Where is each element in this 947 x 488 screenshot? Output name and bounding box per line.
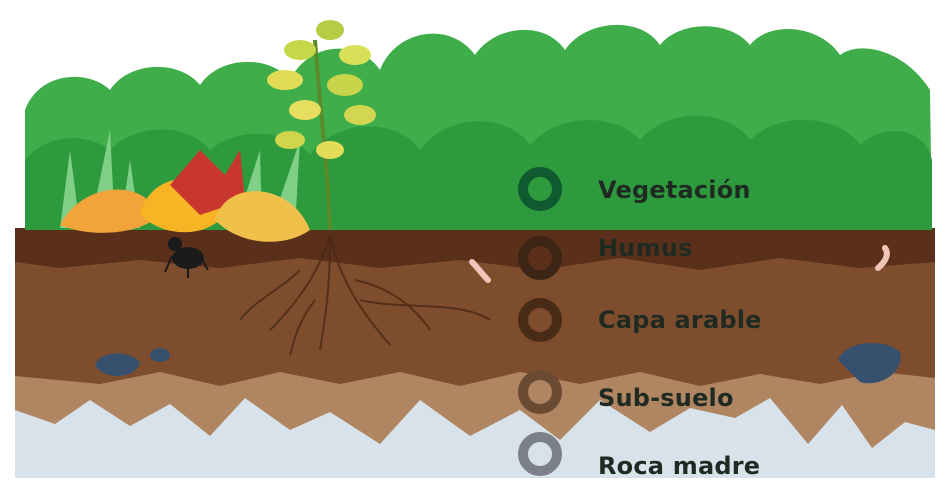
- topsoil-ring-icon: [518, 298, 562, 342]
- vegetation-label: Vegetación: [598, 176, 751, 204]
- bedrock-ring-icon: [518, 432, 562, 476]
- stone-small: [150, 348, 170, 362]
- topsoil-layer: [15, 255, 935, 386]
- subsoil-label: Sub-suelo: [598, 384, 734, 412]
- humus-ring-icon: [518, 236, 562, 280]
- bedrock-label: Roca madre: [598, 452, 760, 480]
- subsoil-ring-icon: [518, 370, 562, 414]
- topsoil-label: Capa arable: [598, 306, 762, 334]
- vegetation-ring-icon: [518, 167, 562, 211]
- humus-label: Humus: [598, 234, 693, 262]
